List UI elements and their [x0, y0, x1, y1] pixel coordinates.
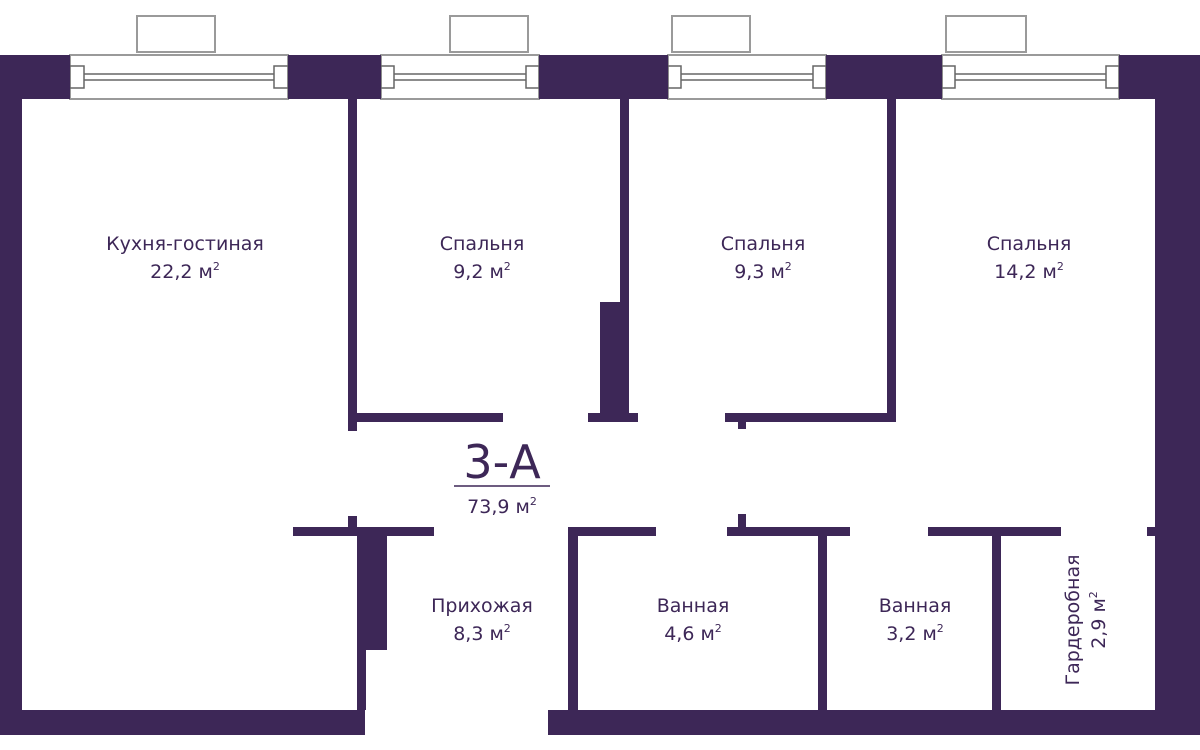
bathroom1-name: Ванная	[657, 595, 730, 617]
bathroom1-area: 4,6 м2	[664, 622, 722, 645]
bedroom3-area: 14,2 м2	[994, 260, 1064, 283]
kitchen-area: 22,2 м2	[150, 260, 220, 283]
hallway-area: 8,3 м2	[453, 622, 511, 645]
window-kitchen	[69, 54, 289, 100]
bedroom3-name: Спальня	[987, 233, 1072, 255]
bathroom2-name: Ванная	[879, 595, 952, 617]
bedroom2-name: Спальня	[721, 233, 806, 255]
window-boxes	[136, 15, 1027, 53]
bedroom1-name: Спальня	[440, 233, 525, 255]
window-bedroom3	[941, 54, 1120, 100]
walls	[0, 55, 1200, 735]
wardrobe-area: 2,9 м2	[1087, 591, 1110, 649]
hallway-name: Прихожая	[431, 595, 533, 617]
room-labels: Кухня-гостиная 22,2 м2 Спальня 9,2 м2 Сп…	[106, 233, 1110, 686]
wardrobe-name: Гардеробная	[1062, 554, 1084, 685]
window-bedroom1	[380, 54, 540, 100]
bedroom1-area: 9,2 м2	[453, 260, 511, 283]
windows	[69, 54, 1120, 100]
window-bedroom2	[667, 54, 827, 100]
kitchen-name: Кухня-гостиная	[106, 233, 264, 255]
apartment-code: 3-А	[463, 435, 541, 489]
bathroom2-area: 3,2 м2	[886, 622, 944, 645]
bedroom2-area: 9,3 м2	[734, 260, 792, 283]
wardrobe-label: Гардеробная 2,9 м2	[1062, 554, 1110, 685]
apartment-area: 73,9 м2	[467, 495, 537, 518]
